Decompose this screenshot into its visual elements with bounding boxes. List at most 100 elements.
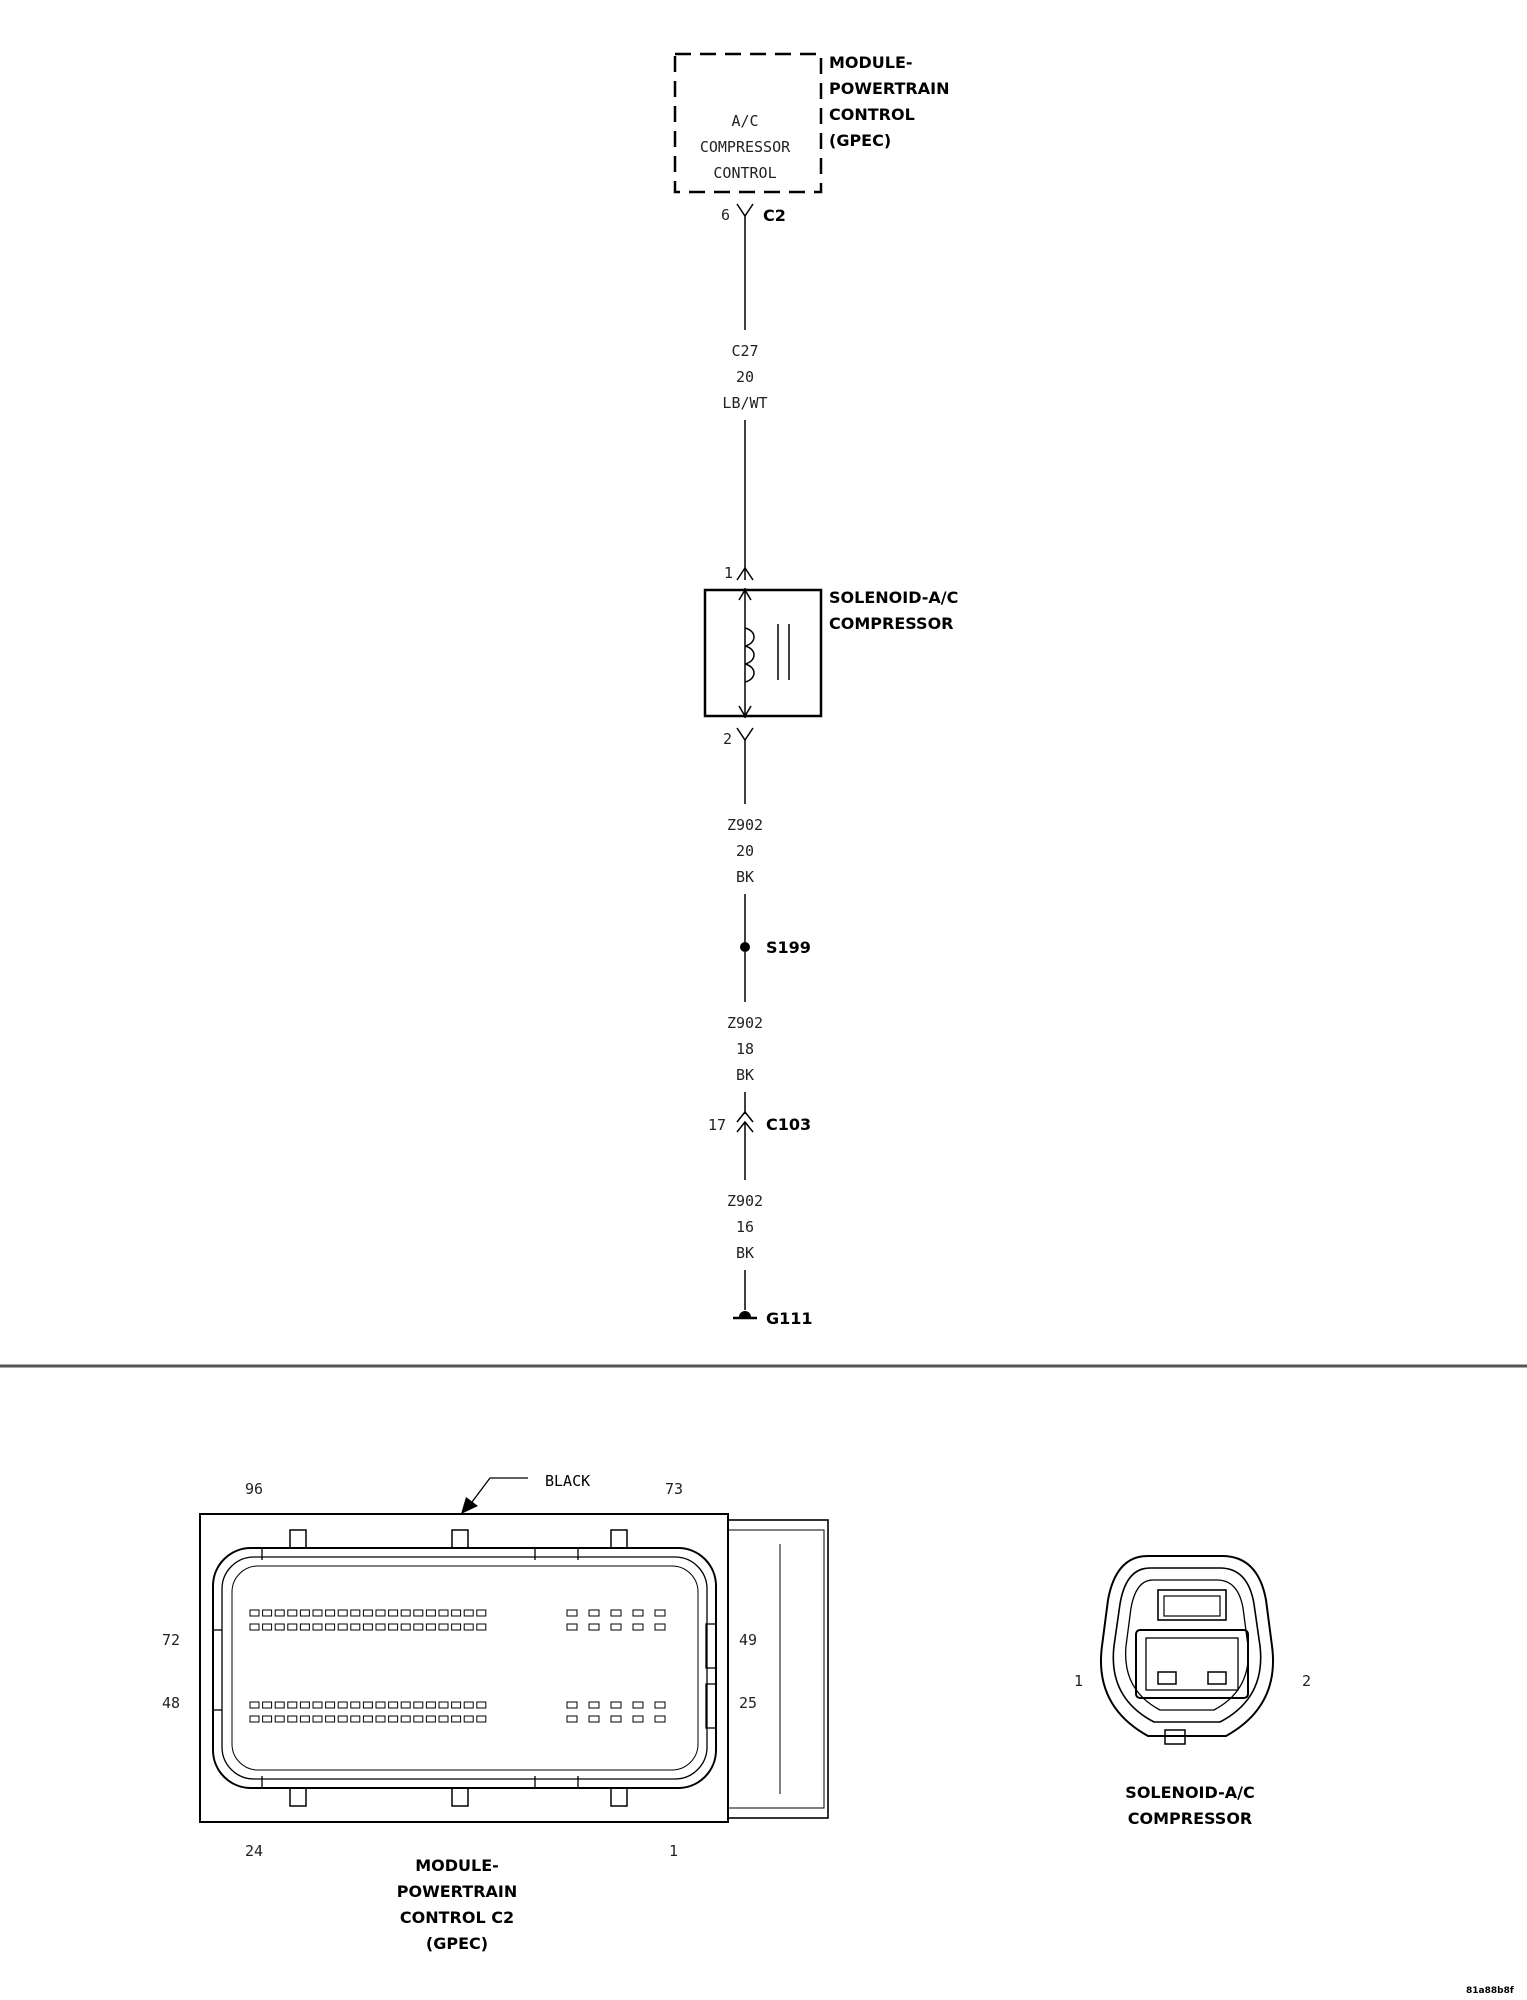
c2-connector-label: C2 bbox=[763, 206, 786, 225]
pin-label-96: 96 bbox=[245, 1480, 263, 1498]
pin-cavity bbox=[249, 1715, 260, 1723]
pin-cavity bbox=[463, 1701, 474, 1709]
solenoid-connector-caption-1: SOLENOID-A/C bbox=[1125, 1783, 1254, 1802]
pin-cavity bbox=[413, 1701, 424, 1709]
pin-cavity bbox=[262, 1609, 273, 1617]
pin-label-73: 73 bbox=[665, 1480, 683, 1498]
pcm-connector-caption-3: CONTROL C2 bbox=[400, 1908, 514, 1927]
pin-cavity bbox=[249, 1609, 260, 1617]
pin-cavity-rows bbox=[249, 1609, 666, 1723]
ground-label: G111 bbox=[766, 1309, 813, 1328]
pcm-name-line-3: CONTROL bbox=[829, 105, 915, 124]
pin-cavity bbox=[425, 1609, 436, 1617]
pin-cavity bbox=[413, 1623, 424, 1631]
pin-cavity bbox=[388, 1623, 399, 1631]
pin-cavity bbox=[438, 1715, 449, 1723]
pin-cavity bbox=[262, 1701, 273, 1709]
pin-cavity bbox=[375, 1609, 386, 1617]
pin-cavity bbox=[362, 1701, 373, 1709]
pin-cavity bbox=[375, 1701, 386, 1709]
pin-cavity bbox=[362, 1609, 373, 1617]
ground-icon bbox=[733, 1311, 757, 1320]
pcm-c2-connector-view bbox=[199, 1477, 829, 1823]
pin-cavity bbox=[476, 1701, 487, 1709]
splice-label: S199 bbox=[766, 938, 811, 957]
pin-cavity bbox=[362, 1715, 373, 1723]
solenoid-connector-view bbox=[1100, 1555, 1274, 1745]
c103-connector-symbol-upper bbox=[736, 1110, 754, 1123]
pcm-function-line-3: CONTROL bbox=[713, 164, 776, 182]
pin-cavity bbox=[451, 1609, 462, 1617]
pin-label-72: 72 bbox=[162, 1631, 180, 1649]
wire-z902-20-gauge: 20 bbox=[736, 842, 754, 860]
wire-c27-color: LB/WT bbox=[722, 394, 767, 412]
pin-cavity bbox=[325, 1609, 336, 1617]
pin-cavity bbox=[425, 1701, 436, 1709]
pcm-function-line-2: COMPRESSOR bbox=[700, 138, 791, 156]
pin-cavity bbox=[312, 1609, 323, 1617]
pin-label-1: 1 bbox=[669, 1842, 678, 1860]
pin-label-48: 48 bbox=[162, 1694, 180, 1712]
c2-pin-number: 6 bbox=[721, 206, 730, 224]
pin-cavity bbox=[312, 1715, 323, 1723]
coil-icon bbox=[744, 627, 755, 683]
pin-cavity bbox=[654, 1609, 666, 1617]
pin-cavity bbox=[400, 1715, 411, 1723]
pin-cavity bbox=[588, 1623, 600, 1631]
pin-cavity bbox=[299, 1623, 310, 1631]
pin-cavity bbox=[463, 1609, 474, 1617]
wire-c27-gauge: 20 bbox=[736, 368, 754, 386]
solenoid-pin2-number: 2 bbox=[723, 730, 732, 748]
pin-cavity bbox=[299, 1701, 310, 1709]
pin-cavity bbox=[588, 1715, 600, 1723]
wire-z902-16-circuit: Z902 bbox=[727, 1192, 763, 1210]
pin-cavity bbox=[476, 1609, 487, 1617]
pin-cavity bbox=[476, 1715, 487, 1723]
pin-cavity bbox=[451, 1715, 462, 1723]
wire-z902-20-color: BK bbox=[736, 868, 754, 886]
pin-cavity bbox=[287, 1623, 298, 1631]
pin-cavity bbox=[337, 1701, 348, 1709]
pin-cavity bbox=[337, 1609, 348, 1617]
pin-cavity bbox=[350, 1609, 361, 1617]
pcm-name-line-4: (GPEC) bbox=[829, 131, 891, 150]
pin-cavity bbox=[362, 1623, 373, 1631]
pin-cavity bbox=[610, 1609, 622, 1617]
wire-z902-20-circuit: Z902 bbox=[727, 816, 763, 834]
pin-cavity bbox=[249, 1701, 260, 1709]
solenoid-pin1-symbol bbox=[736, 566, 754, 581]
pin-cavity bbox=[312, 1701, 323, 1709]
pin-cavity bbox=[274, 1701, 285, 1709]
pin-cavity bbox=[299, 1609, 310, 1617]
pin-cavity bbox=[262, 1715, 273, 1723]
pin-cavity bbox=[654, 1715, 666, 1723]
pin-cavity bbox=[566, 1623, 578, 1631]
pin-label-25: 25 bbox=[739, 1694, 757, 1712]
pin-cavity bbox=[325, 1623, 336, 1631]
solenoid-connector-caption-2: COMPRESSOR bbox=[1128, 1809, 1253, 1828]
pin-cavity bbox=[350, 1701, 361, 1709]
wire-z902-18-color: BK bbox=[736, 1066, 754, 1084]
pin-cavity bbox=[413, 1609, 424, 1617]
pin-cavity bbox=[566, 1701, 578, 1709]
pin-cavity bbox=[287, 1715, 298, 1723]
pin-cavity bbox=[610, 1623, 622, 1631]
pcm-function-line-1: A/C bbox=[731, 112, 758, 130]
figure-id: 81a88b8f bbox=[1466, 1986, 1514, 1996]
pin-cavity bbox=[274, 1609, 285, 1617]
pin-cavity bbox=[262, 1623, 273, 1631]
wire-z902-16-color: BK bbox=[736, 1244, 754, 1262]
pcm-connector-caption-4: (GPEC) bbox=[426, 1934, 488, 1953]
pcm-connector-caption-1: MODULE- bbox=[415, 1856, 499, 1875]
pin-cavity bbox=[312, 1623, 323, 1631]
pin-cavity bbox=[400, 1701, 411, 1709]
c103-label: C103 bbox=[766, 1115, 811, 1134]
pcm-connector-color-label: BLACK bbox=[545, 1472, 590, 1490]
wire-z902-16-gauge: 16 bbox=[736, 1218, 754, 1236]
pin-cavity bbox=[337, 1623, 348, 1631]
pin-cavity bbox=[463, 1715, 474, 1723]
pin-cavity bbox=[610, 1701, 622, 1709]
solenoid-name-line-1: SOLENOID-A/C bbox=[829, 588, 958, 607]
pin-cavity bbox=[463, 1623, 474, 1631]
pin-label-24: 24 bbox=[245, 1842, 263, 1860]
